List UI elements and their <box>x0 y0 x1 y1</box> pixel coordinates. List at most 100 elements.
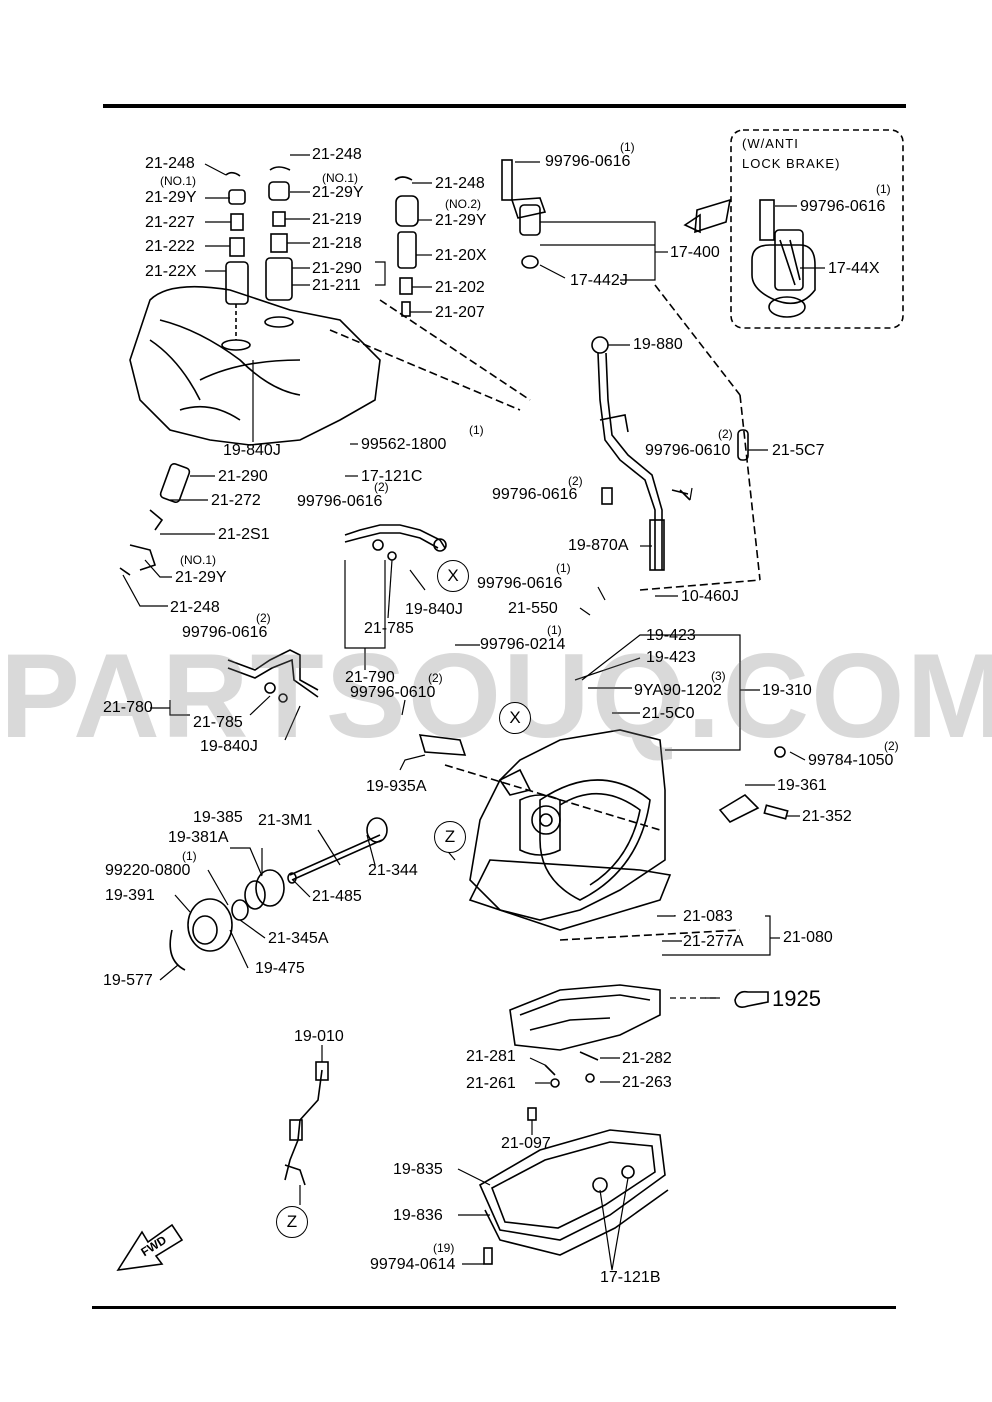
wiring-harness-icon <box>284 1061 329 1186</box>
part-qty: (2) <box>256 611 271 625</box>
part-label: 19-385 <box>193 809 243 826</box>
part-label: 19-935A <box>366 778 427 795</box>
part-label: 21-5C0 <box>642 705 695 722</box>
part-qty: (NO.1) <box>160 174 196 188</box>
part-label: 19-475 <box>255 960 305 977</box>
part-label: 21-345A <box>268 930 329 947</box>
part-label: 21-222 <box>145 238 195 255</box>
part-label: 21-248 <box>170 599 220 616</box>
transaxle-body-icon <box>444 729 741 941</box>
part-label: 99796-0616 <box>545 153 631 170</box>
part-label: 21-780 <box>103 699 153 716</box>
part-label: 99796-0616 <box>182 624 268 641</box>
part-qty: (NO.1) <box>180 553 216 567</box>
part-label: 21-097 <box>501 1135 551 1152</box>
part-label: 21-22X <box>145 263 197 280</box>
bottom-rule <box>92 1306 896 1309</box>
part-qty: (1) <box>182 849 197 863</box>
part-label: 17-442J <box>570 272 628 289</box>
fwd-arrow-icon <box>116 1223 184 1272</box>
part-label: 21-211 <box>312 277 361 294</box>
part-label: 21-29Y <box>145 189 197 206</box>
valve-stack-1-icon <box>221 171 251 351</box>
marker-z-1: Z <box>434 821 466 853</box>
part-label: 21-785 <box>193 714 243 731</box>
part-label: 21-248 <box>145 155 195 172</box>
part-label: 10-460J <box>681 588 739 605</box>
part-label: 21-290 <box>218 468 268 485</box>
part-label: 17-400 <box>670 244 720 261</box>
part-label: 21-218 <box>312 235 362 252</box>
marker-x-1: X <box>437 560 469 592</box>
part-label: 19-577 <box>103 972 153 989</box>
part-label: 19-423 <box>646 649 696 666</box>
transaxle-case-icon <box>129 285 531 446</box>
part-label: 21-785 <box>364 620 414 637</box>
part-label: 21-352 <box>802 808 852 825</box>
part-label: 99796-0214 <box>480 636 566 653</box>
part-label: 9YA90-1202 <box>634 682 722 699</box>
part-qty: (1) <box>469 423 484 437</box>
part-label: 17-121C <box>361 468 423 485</box>
part-label: 19-361 <box>777 777 827 794</box>
dipstick-icon <box>591 336 665 571</box>
part-label: 19-840J <box>223 442 281 459</box>
top-rule <box>103 104 906 108</box>
part-label: 21-3M1 <box>258 812 313 829</box>
part-qty: (1) <box>556 561 571 575</box>
part-label: 21-207 <box>435 304 485 321</box>
part-qty: (3) <box>711 669 726 683</box>
part-label: 19-391 <box>105 887 155 904</box>
part-label: 21-272 <box>211 492 261 509</box>
leader-lines <box>122 154 825 1271</box>
part-label: 21-261 <box>466 1075 516 1092</box>
abs-dashed-box <box>730 129 904 329</box>
part-label: 21-282 <box>622 1050 672 1067</box>
part-qty: (NO.2) <box>445 197 481 211</box>
part-label: 19-310 <box>762 682 812 699</box>
part-label: 17-44X <box>828 260 880 277</box>
part-label: 21-281 <box>466 1048 516 1065</box>
part-label: 21-248 <box>435 175 485 192</box>
speed-sensor-icon <box>501 159 732 269</box>
part-label: 21-550 <box>508 600 558 617</box>
abs-sensor-icon <box>751 199 816 318</box>
part-label: 99796-0616 <box>477 575 563 592</box>
part-label: 21-29Y <box>435 212 487 229</box>
part-label: 17-121B <box>600 1269 661 1286</box>
part-label: 21-227 <box>145 214 195 231</box>
part-label: 19-880 <box>633 336 683 353</box>
marker-x-2: X <box>499 702 531 734</box>
watermark: PARTSOUQ.COM <box>0 629 992 763</box>
part-label: 99784-1050 <box>808 752 894 769</box>
part-label: 19-840J <box>405 601 463 618</box>
part-label: 21-485 <box>312 888 362 905</box>
part-qty: (2) <box>884 739 899 753</box>
part-label: 19-381A <box>168 829 229 846</box>
part-label: 99796-0610 <box>645 442 731 459</box>
part-label: 21-790 <box>345 669 395 686</box>
part-label: 21-20X <box>435 247 487 264</box>
cooler-pipe-lower-icon <box>227 649 319 703</box>
part-label: 19-423 <box>646 627 696 644</box>
part-qty: (1) <box>876 182 891 196</box>
part-label: 19-870A <box>568 537 629 554</box>
part-qty: (2) <box>428 671 443 685</box>
part-label: 21-29Y <box>175 569 227 586</box>
part-label: 21-219 <box>312 211 362 228</box>
part-label: 21-5C7 <box>772 442 825 459</box>
part-label: 99796-0616 <box>492 486 578 503</box>
part-label: 99562-1800 <box>361 436 447 453</box>
part-qty: (1) <box>620 140 635 154</box>
abs-note-line1: (W/ANTI <box>742 136 799 151</box>
part-label: 99794-0614 <box>370 1256 456 1273</box>
part-label: 99796-0616 <box>297 493 383 510</box>
part-label: 19-840J <box>200 738 258 755</box>
part-label: 21-202 <box>435 279 485 296</box>
part-qty: (2) <box>568 474 583 488</box>
part-qty: (2) <box>374 480 389 494</box>
part-label: 21-248 <box>312 146 362 163</box>
part-label: 21-277A <box>683 933 744 950</box>
part-label: 21-080 <box>783 929 833 946</box>
